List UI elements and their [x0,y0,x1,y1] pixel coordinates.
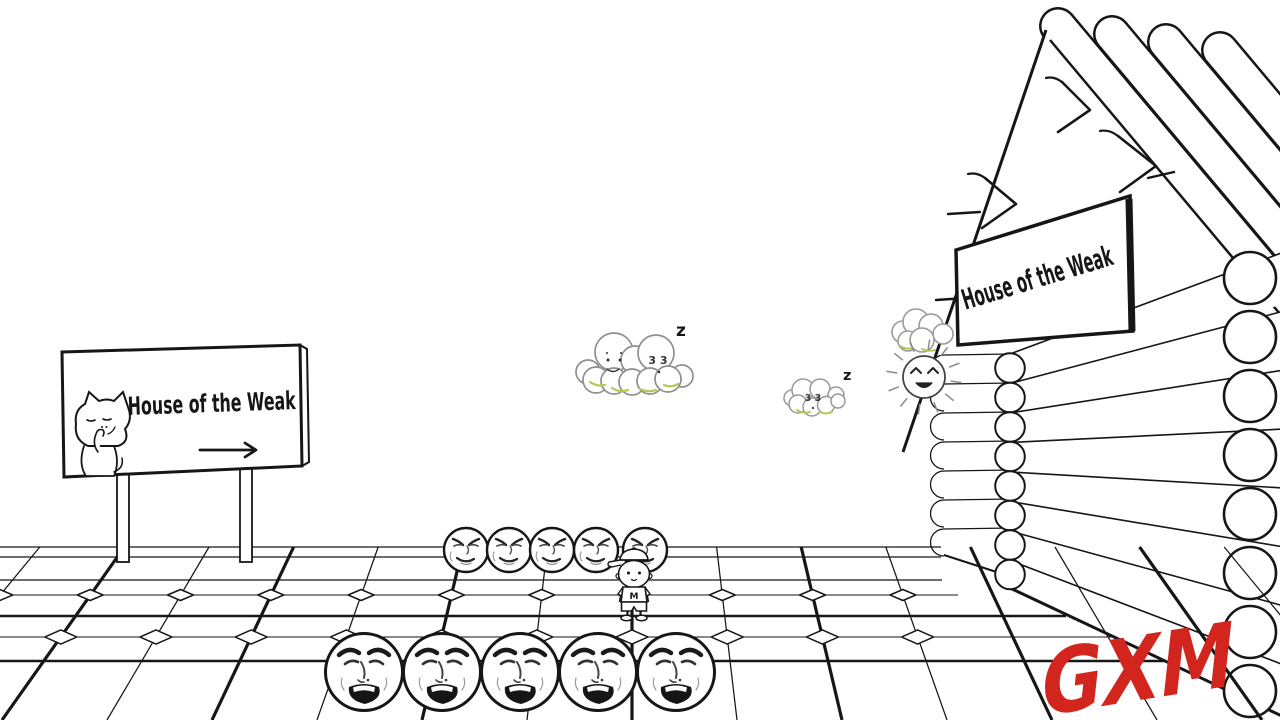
direction-sign: House of the Weak [60,343,311,563]
sun-and-cloud [886,308,962,415]
sun-rays [886,339,962,415]
enemy-ball-small[interactable] [528,526,576,574]
cap-brim [607,559,622,568]
roof-logs [1039,7,1280,321]
cloud3-grass-accents [899,345,936,352]
cat-mascot [74,390,131,477]
house-sign: House of the Weak [954,193,1136,347]
cat-eye-right [102,418,112,421]
sun [902,355,946,399]
cloud1-grass-accents [588,380,680,393]
cloud-sleeping-1 [575,332,694,396]
shoe-left [620,614,633,622]
cat-finger [93,428,105,453]
enemy-ball-large[interactable] [482,634,559,711]
player-character[interactable]: M [607,547,653,622]
sign-post-right [239,461,253,563]
eye-left [627,571,630,575]
eye-right [638,571,641,575]
house-sign-bar [1125,198,1136,332]
shirt-letter: M [630,592,639,602]
enemy-ball-large[interactable] [560,634,637,711]
cloud-sleeping-2 [783,378,846,417]
side-wall-logs [994,250,1280,719]
enemy-ball-small[interactable] [485,526,533,574]
cap [619,548,649,561]
clouds: 3 3 z 3 3 z [575,321,851,417]
floor-foreground-lines [968,546,1280,720]
enemy-ball-large[interactable] [326,634,403,711]
cloud1-closed-eyes: 3 3 [648,354,667,367]
enemy-ball-large[interactable] [404,634,481,711]
cloud2-grass-accents [796,409,833,415]
enemy-row-large [326,634,715,711]
watermark-gxm: GXM [1039,603,1237,720]
shoe-right [635,614,648,622]
log-house: House of the Weak [901,7,1280,719]
enemy-ball-large[interactable] [638,634,715,711]
cloud-small-3 [891,308,954,353]
sign-post-left [116,469,130,563]
front-wall-logs [929,353,1013,578]
head [617,559,651,589]
enemy-ball-small[interactable] [442,526,490,574]
cloud2-sleep-z: z [843,368,851,384]
cloud1-faces: 3 3 [606,352,668,374]
arrow-right-icon [198,441,258,459]
sun-face [910,367,939,389]
direction-sign-text: House of the Weak [127,386,297,421]
mouth [630,578,638,582]
cloud2-closed-eyes: 3 3 [805,393,822,404]
cloud1-sleep-z: z [676,321,686,341]
shorts [620,601,648,612]
cat-eye-left [86,419,96,422]
arms [618,595,650,603]
